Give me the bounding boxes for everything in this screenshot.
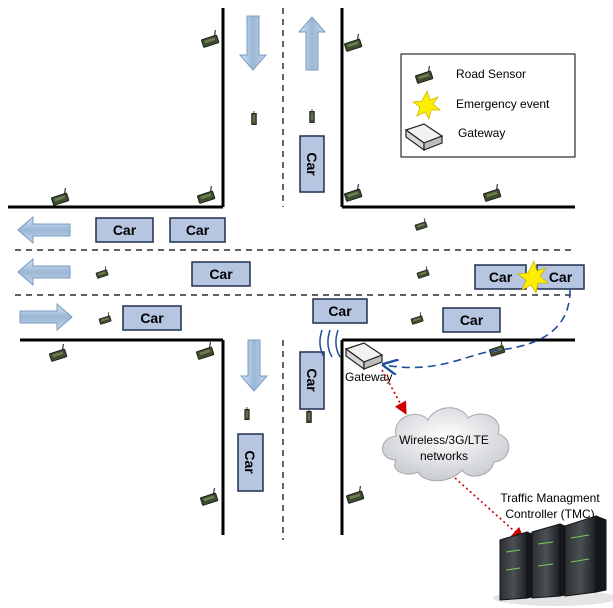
car-label: Car — [304, 368, 320, 392]
car-4-emergency-left: Car — [474, 264, 527, 290]
road-sensor-icon — [309, 109, 315, 123]
car-label: Car — [140, 310, 164, 326]
legend-emergency-event: Emergency event — [456, 97, 550, 111]
car-label: Car — [328, 303, 352, 319]
car-label: Car — [113, 222, 137, 238]
cars-horizontal: Car Car Car Car Car Car Car Car — [95, 217, 585, 333]
car-6: Car — [122, 305, 182, 331]
road-sensor-icon — [488, 341, 506, 357]
server-icon — [564, 515, 607, 597]
road-sensor-icon — [306, 409, 312, 424]
gateway-label: Gateway — [345, 370, 392, 384]
road-sensor-icon — [244, 407, 250, 421]
arrow-down-top-left — [238, 15, 268, 71]
car-label: Car — [242, 450, 258, 474]
network-cloud: Wireless/3G/LTE networks — [382, 407, 510, 482]
arrow-left-middle-lane — [17, 257, 71, 287]
car-label: Car — [460, 312, 484, 328]
road-sensor-icon — [195, 342, 215, 360]
lane-markings — [15, 8, 572, 540]
road-sensor-icon — [50, 188, 70, 206]
direction-arrows — [17, 15, 327, 392]
wireless-signal-waves — [319, 329, 341, 358]
car-10-lower-vertical: Car — [299, 351, 325, 410]
road-sensor-icon — [345, 486, 365, 504]
tmc-servers — [493, 515, 613, 606]
road-sensor-icon — [414, 218, 428, 231]
car-label: Car — [186, 222, 210, 238]
road-sensor-icon — [416, 266, 430, 279]
gateway-device: Gateway — [344, 342, 392, 384]
emergency-event-star-icon — [516, 259, 550, 295]
road-sensor-icon — [48, 344, 68, 362]
road-sensor-icon — [95, 266, 109, 279]
server-icon — [531, 523, 570, 599]
arrow-left-upper-lane — [17, 215, 71, 245]
emergency-report-path — [385, 289, 571, 368]
road-sensor-icon — [199, 488, 219, 506]
car-8: Car — [442, 307, 501, 333]
car-11-bottom-vertical: Car — [237, 433, 264, 492]
cars-vertical: Car Car Car — [237, 135, 325, 492]
legend: Road Sensor Emergency event Gateway — [400, 53, 576, 158]
arrow-down-bottom-left — [239, 339, 269, 392]
car-2: Car — [169, 217, 226, 243]
emergency-event-star-icon — [411, 89, 442, 121]
car-label: Car — [549, 269, 573, 285]
arrow-right-lower-lane — [19, 302, 73, 332]
server-icon — [499, 531, 537, 601]
legend-gateway: Gateway — [458, 126, 505, 140]
arrow-up-top-right — [297, 16, 327, 71]
road-sensor-icon — [410, 312, 424, 325]
cloud-icon — [382, 407, 510, 482]
road-sensor-icon — [343, 184, 363, 202]
road-sensor-icon — [251, 111, 257, 125]
gateway-icon — [404, 123, 444, 152]
road-sensor-icon — [98, 312, 112, 325]
tmc-label-line2: Controller (TMC) — [505, 507, 594, 521]
road-sensor-icon — [196, 186, 216, 204]
road-sensor-icon — [343, 34, 363, 52]
network-label-line1: Wireless/3G/LTE — [399, 433, 489, 447]
road-sensor-icon — [482, 184, 502, 202]
network-label-line2: networks — [420, 449, 468, 463]
legend-road-sensor: Road Sensor — [456, 67, 526, 81]
car-9-top-vertical: Car — [299, 135, 325, 193]
car-1: Car — [95, 217, 154, 243]
tmc-label-line1: Traffic Managment — [500, 491, 600, 505]
road-sensor-icon — [200, 30, 220, 48]
car-7-near-gateway: Car — [312, 298, 368, 324]
car-3: Car — [191, 261, 251, 287]
road-curbs — [8, 8, 575, 535]
car-label: Car — [489, 269, 513, 285]
car-label: Car — [304, 152, 320, 176]
car-label: Car — [209, 266, 233, 282]
